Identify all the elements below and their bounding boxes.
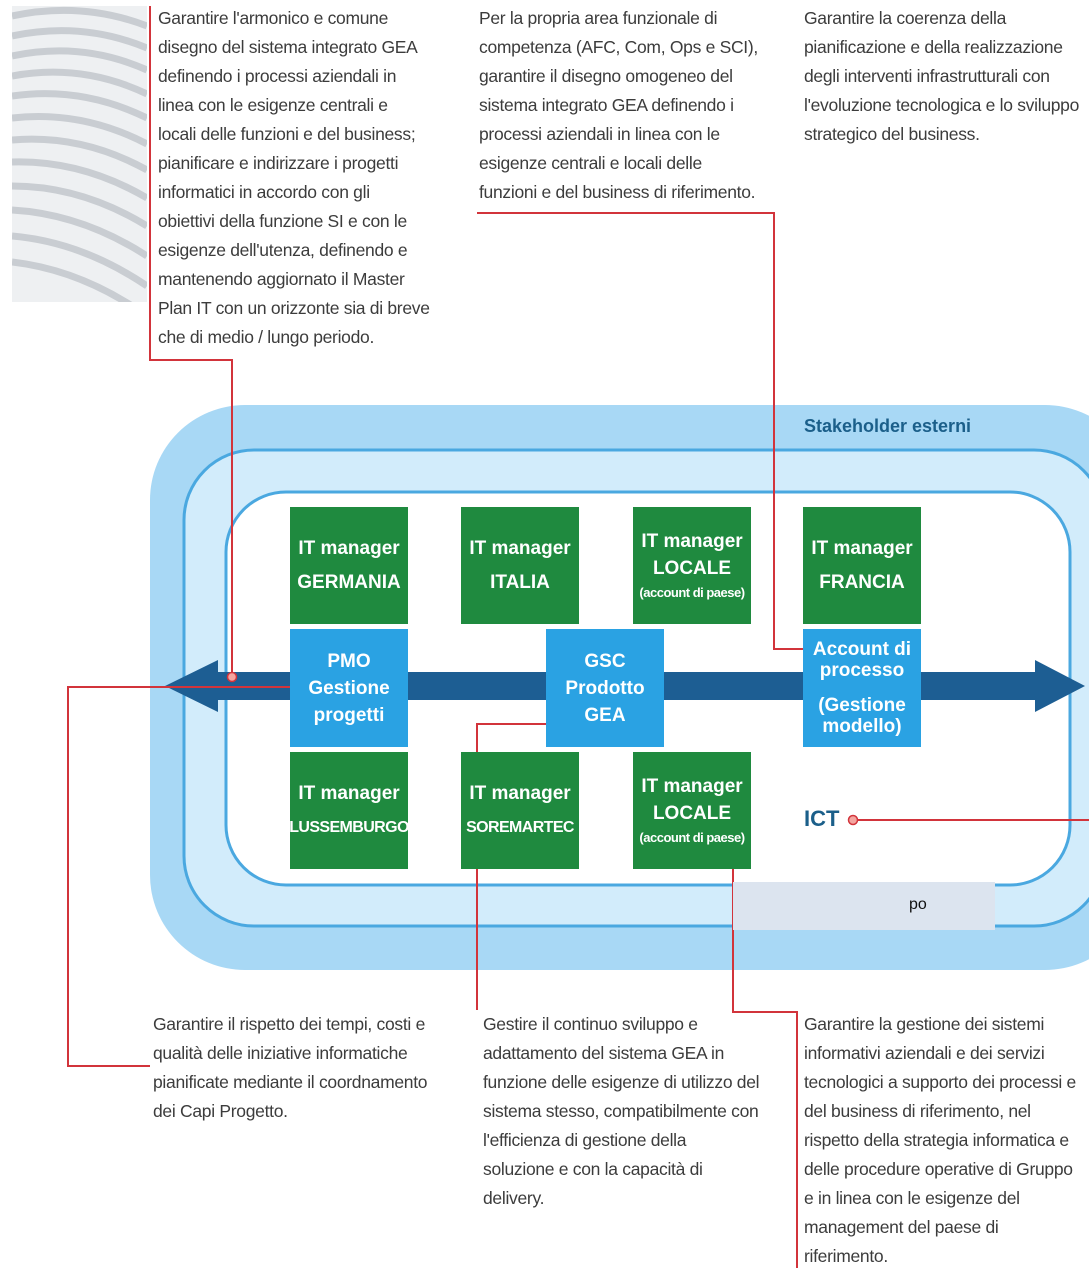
- paragraph-top-right: Garantire la coerenza della pianificazio…: [804, 4, 1079, 149]
- decorative-stripes-image: [12, 6, 147, 302]
- box-line: progetti: [313, 704, 385, 726]
- text-line: delivery.: [483, 1188, 545, 1208]
- text-line: esigenze dell'utenza, definendo e: [158, 240, 408, 260]
- text-line: pianificare e indirizzare i progetti: [158, 153, 399, 173]
- text-line: pianificate mediante il coordnamento: [153, 1072, 428, 1092]
- text-line: adattamento del sistema GEA in: [483, 1043, 724, 1063]
- stakeholder-label: Stakeholder esterni: [804, 416, 972, 436]
- text-line: disegno del sistema integrato GEA: [158, 37, 418, 57]
- box-it-manager-locale-top: IT manager LOCALE (account di paese): [633, 507, 751, 624]
- box-line: IT manager: [298, 782, 400, 804]
- box-it-manager-locale-bottom: IT manager LOCALE (account di paese): [633, 752, 751, 869]
- text-line: funzioni e del business di riferimento.: [479, 182, 756, 202]
- box-line: LUSSEMBURGO: [289, 818, 409, 836]
- box-line: SOREMARTEC: [466, 818, 574, 836]
- text-line: management del paese di: [804, 1217, 999, 1237]
- box-line: GSC: [584, 650, 626, 672]
- text-line: l'evoluzione tecnologica e lo sviluppo: [804, 95, 1080, 115]
- box-it-manager-lussemburgo: IT manager LUSSEMBURGO: [289, 752, 409, 869]
- text-line: Per la propria area funzionale di: [479, 8, 718, 28]
- text-line: delle procedure operative di Gruppo: [804, 1159, 1073, 1179]
- text-line: garantire il disegno omogeneo del: [479, 66, 733, 86]
- box-line: PMO: [327, 650, 371, 672]
- paragraph-bottom-middle: Gestire il continuo sviluppo e adattamen…: [483, 1010, 760, 1213]
- paragraph-top-left: Garantire l'armonico e comune disegno de…: [158, 4, 430, 352]
- box-it-manager-germania: IT manager GERMANIA: [290, 507, 408, 624]
- text-line: sistema integrato GEA definendo i: [479, 95, 734, 115]
- text-line: locali delle funzioni e del business;: [158, 124, 416, 144]
- box-line: IT manager: [641, 775, 743, 797]
- text-line: soluzione e con la capacità di: [483, 1159, 703, 1179]
- box-line: Gestione: [308, 677, 390, 699]
- text-line: strategico del business.: [804, 124, 980, 144]
- text-line: dei Capi Progetto.: [153, 1101, 288, 1121]
- text-line: l'efficienza di gestione della: [483, 1130, 687, 1150]
- text-line: Garantire il rispetto dei tempi, costi e: [153, 1014, 426, 1034]
- box-line: LOCALE: [652, 802, 732, 824]
- overlay-text: po: [909, 896, 927, 913]
- text-line: che di medio / lungo periodo.: [158, 327, 375, 347]
- overlay-box: po: [733, 882, 995, 930]
- text-line: tecnologici a supporto dei processi e: [804, 1072, 1076, 1092]
- box-pmo-gestione-progetti: PMO Gestione progetti: [290, 629, 408, 747]
- text-line: e in linea con le esigenze del: [804, 1188, 1020, 1208]
- paragraph-bottom-right: Garantire la gestione dei sistemi inform…: [804, 1010, 1076, 1271]
- box-it-manager-francia: IT manager FRANCIA: [803, 507, 921, 624]
- box-line: IT manager: [298, 537, 400, 559]
- text-line: obiettivi della funzione SI e con le: [158, 211, 407, 231]
- box-line: ITALIA: [490, 571, 550, 593]
- text-line: linea con le esigenze centrali e: [158, 95, 388, 115]
- text-line: esigenze centrali e locali delle: [479, 153, 702, 173]
- box-account-di-processo: Account di processo (Gestione modello): [803, 629, 921, 747]
- text-line: Gestire il continuo sviluppo e: [483, 1014, 698, 1034]
- box-line: modello): [822, 716, 902, 737]
- text-line: informatici in accordo con gli: [158, 182, 370, 202]
- box-line: GERMANIA: [297, 571, 401, 593]
- text-line: qualità delle iniziative informatiche: [153, 1043, 408, 1063]
- box-line: IT manager: [641, 530, 743, 552]
- box-line: FRANCIA: [819, 571, 905, 593]
- text-line: funzione delle esigenze di utilizzo del: [483, 1072, 760, 1092]
- box-line: GEA: [584, 704, 626, 726]
- box-line: (account di paese): [639, 584, 745, 600]
- text-line: degli interventi infrastrutturali con: [804, 66, 1050, 86]
- text-line: processi aziendali in linea con le: [479, 124, 720, 144]
- box-line: IT manager: [469, 537, 571, 559]
- ict-label: ICT: [804, 806, 840, 831]
- text-line: pianificazione e della realizzazione: [804, 37, 1063, 57]
- paragraph-bottom-left: Garantire il rispetto dei tempi, costi e…: [153, 1010, 428, 1126]
- box-it-manager-soremartec: IT manager SOREMARTEC: [461, 752, 579, 869]
- text-line: rispetto della strategia informatica e: [804, 1130, 1069, 1150]
- text-line: Garantire l'armonico e comune: [158, 8, 389, 28]
- box-line: (account di paese): [639, 829, 745, 845]
- paragraph-top-middle: Per la propria area funzionale di compet…: [479, 4, 758, 207]
- text-line: Plan IT con un orizzonte sia di breve: [158, 298, 430, 318]
- box-line: LOCALE: [652, 557, 732, 579]
- text-line: Garantire la coerenza della: [804, 8, 1007, 28]
- connector-lines: [67, 6, 1089, 1268]
- box-line: (Gestione: [818, 695, 906, 716]
- text-line: mantenendo aggiornato il Master: [158, 269, 405, 289]
- text-line: competenza (AFC, Com, Ops e SCI),: [479, 37, 758, 57]
- box-line: IT manager: [469, 782, 571, 804]
- text-line: definendo i processi aziendali in: [158, 66, 397, 86]
- box-it-manager-italia: IT manager ITALIA: [461, 507, 579, 624]
- box-gsc-prodotto-gea: GSC Prodotto GEA: [546, 629, 664, 747]
- box-line: Prodotto: [565, 677, 645, 699]
- box-line: Account di: [812, 639, 912, 660]
- box-line: IT manager: [811, 537, 913, 559]
- box-line: processo: [819, 660, 905, 681]
- text-line: riferimento.: [804, 1246, 888, 1266]
- text-line: del business di riferimento, nel: [804, 1101, 1031, 1121]
- text-line: informativi aziendali e dei servizi: [804, 1043, 1045, 1063]
- text-line: Garantire la gestione dei sistemi: [804, 1014, 1045, 1034]
- text-line: sistema stesso, compatibilmente con: [483, 1101, 759, 1121]
